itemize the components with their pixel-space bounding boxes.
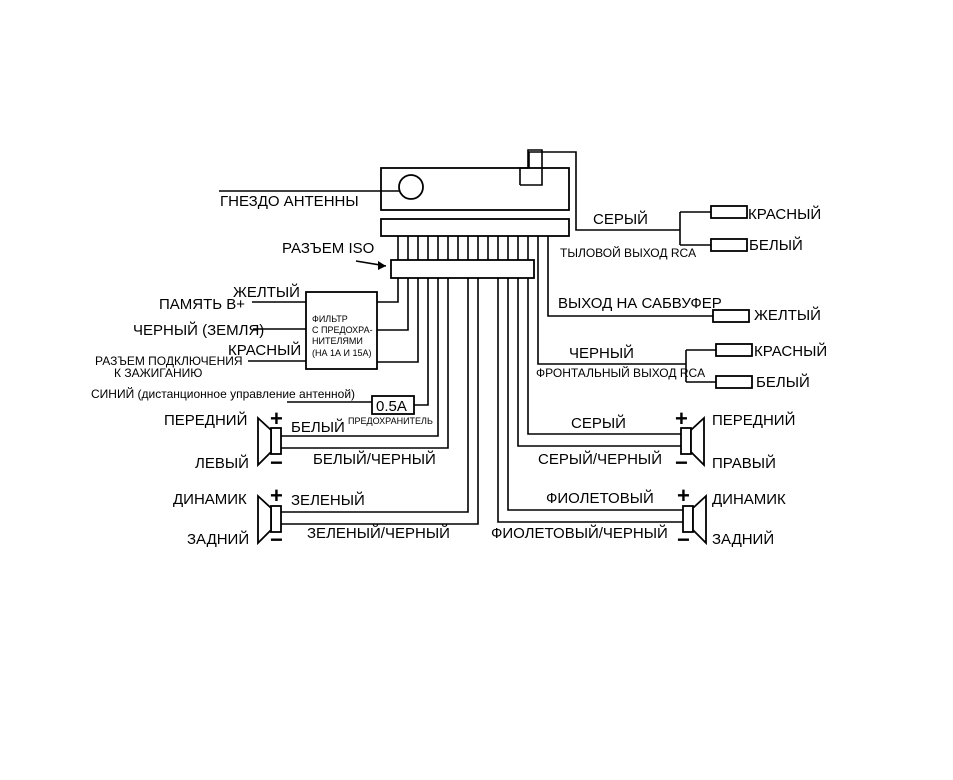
white-wire-label: БЕЛЫЙ (291, 418, 345, 436)
antenna-socket-icon (398, 174, 424, 200)
white-black-wire-label: БЕЛЫЙ/ЧЕРНЫЙ (313, 450, 436, 468)
white-black-wire (281, 278, 449, 449)
left-label: ЛЕВЫЙ (195, 454, 249, 472)
gray-wire-label: СЕРЫЙ (571, 414, 626, 432)
front-left-label: ПЕРЕДНИЙ (164, 411, 247, 429)
green-black-wire-label: ЗЕЛЕНЫЙ/ЧЕРНЫЙ (307, 524, 450, 542)
white-wire (281, 278, 439, 437)
red-wire-label: КРАСНЫЙ (228, 341, 301, 359)
left-rear-plus: + (270, 483, 283, 508)
violet-wire-label: ФИОЛЕТОВЫЙ (546, 489, 654, 507)
speaker-right-label: ДИНАМИК (712, 491, 786, 508)
iso-connector-label: РАЗЪЕМ ISO (282, 240, 374, 257)
rear-rca-white-label: БЕЛЫЙ (749, 236, 803, 254)
rear-right-label: ЗАДНИЙ (712, 530, 774, 548)
violet-wire (507, 278, 683, 511)
filter-line-3: НИТЕЛЯМИ (312, 336, 363, 346)
filter-black-link (377, 278, 409, 331)
ignition-label-1: РАЗЪЕМ ПОДКЛЮЧЕНИЯ (95, 354, 243, 368)
right-front-minus: − (675, 450, 688, 475)
right-front-plus: + (675, 406, 688, 431)
speaker-left-label: ДИНАМИК (173, 491, 247, 508)
memory-label: ПАМЯТЬ В+ (159, 296, 245, 313)
gray-rca-wire (528, 151, 680, 231)
violet-black-wire-label: ФИОЛЕТОВЫЙ/ЧЕРНЫЙ (491, 524, 668, 542)
green-wire (281, 278, 469, 513)
ignition-label-2: К ЗАЖИГАНИЮ (114, 366, 202, 380)
rear-rca-white-plug (710, 238, 748, 252)
gray-black-wire (517, 278, 681, 447)
fuse-link (414, 278, 429, 406)
left-front-plus: + (270, 406, 283, 431)
green-black-wire (281, 278, 479, 525)
rear-left-label: ЗАДНИЙ (187, 530, 249, 548)
front-right-label: ПЕРЕДНИЙ (712, 411, 795, 429)
sub-wire (547, 236, 713, 317)
rear-rca-red-label: КРАСНЫЙ (748, 205, 821, 223)
gray-wire (527, 278, 681, 435)
blue-wire-label: СИНИЙ (дистанционное управление антенной… (91, 386, 355, 401)
front-rca-white-label: БЕЛЫЙ (756, 373, 810, 391)
iso-arrow-head (378, 261, 386, 270)
left-rear-speaker-icon (257, 493, 282, 546)
filter-line-2: С ПРЕДОХРА- (312, 325, 373, 335)
right-rear-plus: + (677, 483, 690, 508)
front-rca-red-label: КРАСНЫЙ (754, 342, 827, 360)
front-rca-red-plug (715, 343, 753, 357)
connector-pins (397, 236, 529, 260)
antenna-notch (519, 149, 543, 186)
left-front-speaker-icon (257, 415, 282, 468)
right-rear-minus: − (677, 527, 690, 552)
filter-line-1: ФИЛЬТР (312, 314, 348, 324)
left-rear-minus: − (270, 527, 283, 552)
right-rear-speaker-icon (682, 493, 707, 546)
filter-yellow-link (377, 278, 399, 303)
green-wire-label: ЗЕЛЕНЫЙ (291, 491, 365, 509)
main-connector (380, 218, 570, 237)
front-rca-label: ФРОНТАЛЬНЫЙ ВЫХОД RCA (536, 365, 705, 380)
sub-out-label: ВЫХОД НА САБВУФЕР (558, 295, 722, 312)
filter-line-4: (НА 1А И 15А) (312, 348, 372, 358)
gray-label: СЕРЫЙ (593, 210, 648, 228)
rear-rca-red-plug (710, 205, 748, 219)
iso-plug (390, 259, 535, 279)
yellow-wire-label: ЖЕЛТЫЙ (233, 283, 300, 301)
rear-rca-label: ТЫЛОВОЙ ВЫХОД RCA (560, 245, 696, 260)
right-front-speaker-icon (680, 415, 705, 468)
black-ground-label: ЧЕРНЫЙ (ЗЕМЛЯ) (133, 321, 264, 339)
violet-black-wire (497, 278, 683, 523)
left-front-minus: − (270, 450, 283, 475)
gray-black-wire-label: СЕРЫЙ/ЧЕРНЫЙ (538, 450, 662, 468)
front-rca-wire (537, 236, 686, 365)
sub-rca-plug (712, 309, 750, 323)
fuse-value: 0.5A (376, 398, 407, 415)
black-label: ЧЕРНЫЙ (569, 344, 634, 362)
antenna-socket-label: ГНЕЗДО АНТЕННЫ (220, 193, 359, 210)
sub-yellow-label: ЖЕЛТЫЙ (754, 306, 821, 324)
filter-red-link (377, 278, 419, 363)
front-rca-white-plug (715, 375, 753, 389)
right-label: ПРАВЫЙ (712, 454, 776, 472)
fuse-label: ПРЕДОХРАНИТЕЛЬ (348, 416, 433, 426)
